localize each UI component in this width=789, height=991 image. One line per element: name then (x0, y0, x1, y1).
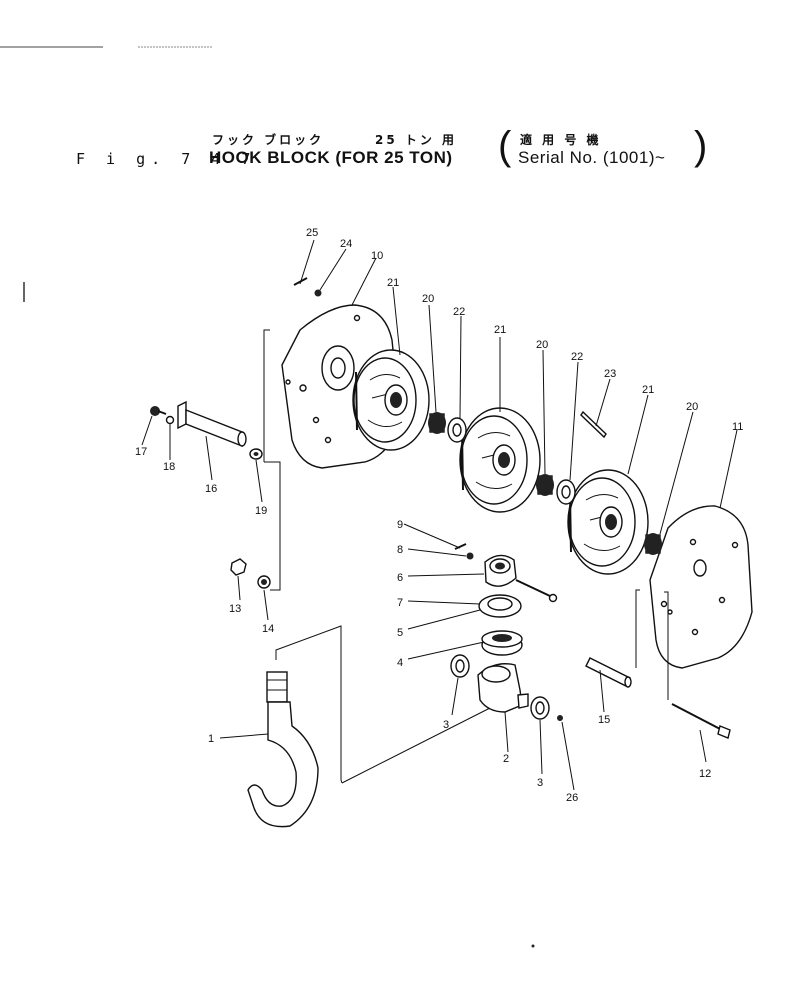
washer-14 (257, 575, 271, 589)
pin-24 (314, 289, 322, 297)
callout-21: 21 (642, 384, 654, 396)
assembly-bracket-right-2 (664, 591, 669, 700)
callout-25: 25 (306, 227, 318, 239)
callout-17: 17 (135, 446, 147, 458)
callout-11: 11 (732, 421, 743, 433)
bearing-20-a (428, 412, 446, 434)
scan-dot-artifact (531, 944, 535, 948)
serial-range: Serial No. (1001)~ (518, 148, 666, 167)
figure-number: F i g. 7 4 7 (76, 150, 257, 168)
sheave-21-a (352, 349, 430, 451)
pin-23 (580, 410, 607, 439)
jp-applicable: 適 用 号 機 (520, 133, 602, 147)
cotter-9 (454, 543, 467, 550)
sheave-21-c (567, 469, 649, 575)
close-paren-glyph: ) (694, 124, 708, 168)
washer-3-b (530, 696, 550, 720)
callout-22: 22 (453, 306, 465, 318)
bolt-12 (671, 703, 731, 739)
callout-12: 12 (699, 768, 711, 780)
washer-3-a (450, 654, 470, 678)
callout-9: 9 (397, 519, 403, 531)
callout-13: 13 (229, 603, 241, 615)
callout-20: 20 (536, 339, 548, 351)
callout-labels: 1 2 3 3 4 5 6 7 8 9 10 11 12 13 14 15 16… (135, 227, 743, 804)
pin-15 (585, 657, 632, 688)
callout-15: 15 (598, 714, 610, 726)
hook-1 (247, 671, 319, 828)
callout-16: 16 (205, 483, 217, 495)
page-title: HOOK BLOCK (FOR 25 TON) (209, 148, 453, 167)
callout-14: 14 (262, 623, 274, 635)
callout-3: 3 (537, 777, 543, 789)
pin-8 (466, 552, 474, 560)
hook-shank-leader (275, 625, 343, 784)
sheave-21-b (459, 407, 541, 513)
callout-19: 19 (255, 505, 267, 517)
callout-2: 2 (503, 753, 509, 765)
washer-18 (165, 415, 175, 425)
bolt-17 (150, 406, 167, 416)
callout-22: 22 (571, 351, 583, 363)
callout-leaders (141, 239, 738, 791)
nut-13 (230, 558, 247, 576)
callout-1: 1 (208, 733, 214, 745)
callout-20: 20 (686, 401, 698, 413)
callout-5: 5 (397, 627, 403, 639)
open-paren-glyph: ( (498, 124, 512, 168)
callout-3: 3 (443, 719, 449, 731)
bearing-20-b (536, 474, 554, 496)
washer-5 (478, 594, 522, 618)
shaft-16 (177, 400, 247, 448)
callout-6: 6 (397, 572, 403, 584)
callout-7: 7 (397, 597, 403, 609)
callout-4: 4 (397, 657, 403, 669)
assembly-bracket-right (635, 589, 640, 668)
callout-18: 18 (163, 461, 175, 473)
jp-capacity: 25 トン 用 (375, 133, 458, 147)
callout-10: 10 (371, 250, 383, 262)
thrust-bearing-4 (481, 630, 523, 656)
nut-19 (249, 448, 263, 460)
callout-8: 8 (397, 544, 403, 556)
side-plate-11 (649, 505, 753, 669)
callout-26: 26 (566, 792, 578, 804)
assembly-bracket-left-lower (264, 461, 281, 591)
jp-parts-name: フック ブロック (212, 133, 325, 147)
callout-24: 24 (340, 238, 352, 250)
grease-nipple-26 (557, 715, 563, 721)
assembly-bracket-left-upper (263, 329, 270, 462)
spacer-22-a (447, 417, 467, 443)
nut-6 (484, 554, 517, 587)
hook-to-crosshead-leader (341, 707, 491, 784)
bearing-20-c (644, 533, 662, 555)
spacer-22-b (556, 479, 576, 505)
callout-23: 23 (604, 368, 616, 380)
callout-20: 20 (422, 293, 434, 305)
crosshead-2 (477, 663, 529, 713)
bolt-6-pin (515, 579, 558, 603)
callout-21: 21 (387, 277, 399, 289)
callout-21: 21 (494, 324, 506, 336)
